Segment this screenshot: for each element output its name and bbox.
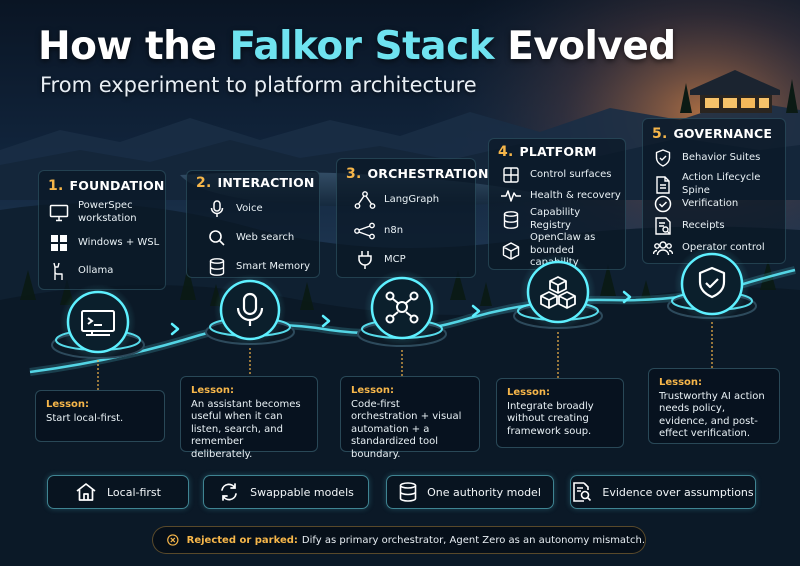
microphone-icon xyxy=(236,292,264,326)
lesson-box-platform: Lesson:Integrate broadly without creatin… xyxy=(496,378,624,448)
heartbeat-icon xyxy=(500,187,522,205)
check-circle-icon xyxy=(652,195,674,213)
stage-item: Voice xyxy=(206,200,314,218)
llama-icon xyxy=(48,262,70,280)
stage-item: Windows + WSL xyxy=(48,234,160,252)
database-icon xyxy=(500,210,522,229)
stage-card-governance xyxy=(642,118,786,264)
refresh-icon xyxy=(221,483,237,501)
receipt-icon xyxy=(652,217,674,235)
cube-icon xyxy=(500,242,522,260)
document-icon xyxy=(652,175,674,194)
stage-item: MCP xyxy=(354,251,470,269)
stage-item: Control surfaces xyxy=(500,166,622,184)
home-icon xyxy=(76,483,96,501)
stage-item: Health & recovery xyxy=(500,187,622,205)
page-subtitle: From experiment to platform architecture xyxy=(40,73,477,97)
stage-item: Capability Registry xyxy=(500,207,622,232)
node-orchestration xyxy=(357,270,447,347)
share-nodes-icon xyxy=(354,222,376,240)
graph-icon xyxy=(354,191,376,209)
windows-icon xyxy=(48,234,70,252)
stage-header-interaction: 2.INTERACTION xyxy=(196,175,315,191)
stage-header-orchestration: 3.ORCHESTRATION xyxy=(346,166,489,182)
principle-one-authority-model: One authority model xyxy=(386,475,554,509)
chevron-right-icon xyxy=(170,322,180,336)
stage-item: Smart Memory xyxy=(206,258,314,276)
shield-check-icon xyxy=(698,266,726,299)
stage-item: Receipts xyxy=(652,217,782,235)
microphone-icon xyxy=(206,200,228,218)
stage-item: Ollama xyxy=(48,262,160,280)
lesson-box-interaction: Lesson:An assistant becomes useful when … xyxy=(180,376,318,460)
chevron-right-icon xyxy=(321,314,331,328)
cubes-icon xyxy=(540,276,576,309)
database-icon xyxy=(206,258,228,276)
stage-header-governance: 5.GOVERNANCE xyxy=(652,126,773,142)
stage-header-platform: 4.PLATFORM xyxy=(498,144,597,160)
stage-item: Web search xyxy=(206,229,314,247)
lesson-box-foundation: Lesson:Start local-first. xyxy=(35,390,165,442)
monitor-icon xyxy=(48,204,70,222)
database-icon xyxy=(399,482,417,502)
principle-evidence-over-assumptions: Evidence over assumptions xyxy=(570,475,756,509)
plug-icon xyxy=(354,251,376,269)
node-interaction xyxy=(205,274,295,346)
users-icon xyxy=(652,239,674,257)
rejected-label: Rejected or parked: xyxy=(186,534,298,546)
node-governance xyxy=(667,246,757,322)
rejected-text: Dify as primary orchestrator, Agent Zero… xyxy=(301,534,645,546)
stage-card-platform xyxy=(488,138,626,270)
search-icon xyxy=(206,229,228,247)
stage-header-foundation: 1.FOUNDATION xyxy=(48,178,165,194)
lesson-box-governance: Lesson:Trustworthy AI action needs polic… xyxy=(648,368,780,444)
chevron-right-icon xyxy=(622,290,632,304)
shield-check-icon xyxy=(652,149,674,167)
node-foundation xyxy=(51,284,145,360)
node-platform xyxy=(513,254,603,330)
principle-swappable-models: Swappable models xyxy=(203,475,369,509)
stage-item: Behavior Suites xyxy=(652,149,782,167)
stage-item: Verification xyxy=(652,195,782,213)
stage-item: PowerSpec workstation xyxy=(48,200,160,225)
stage-card-foundation xyxy=(38,170,166,290)
page-title: How the Falkor Stack Evolved xyxy=(38,24,676,69)
stage-item: n8n xyxy=(354,222,470,240)
chevron-right-icon xyxy=(471,304,481,318)
stage-card-interaction xyxy=(186,170,320,278)
document-search-icon xyxy=(573,482,592,502)
stage-item: Action Lifecycle Spine xyxy=(652,172,782,197)
lesson-box-orchestration: Lesson:Code-first orchestration + visual… xyxy=(340,376,480,460)
principle-local-first: Local-first xyxy=(47,475,189,509)
control-grid-icon xyxy=(500,166,522,184)
close-circle-icon xyxy=(167,534,179,546)
network-icon xyxy=(385,291,419,324)
rejected-banner: Rejected or parked: Dify as primary orch… xyxy=(152,526,646,554)
terminal-icon xyxy=(81,310,115,336)
stage-item: LangGraph xyxy=(354,191,470,209)
stage-item: Operator control xyxy=(652,239,782,257)
